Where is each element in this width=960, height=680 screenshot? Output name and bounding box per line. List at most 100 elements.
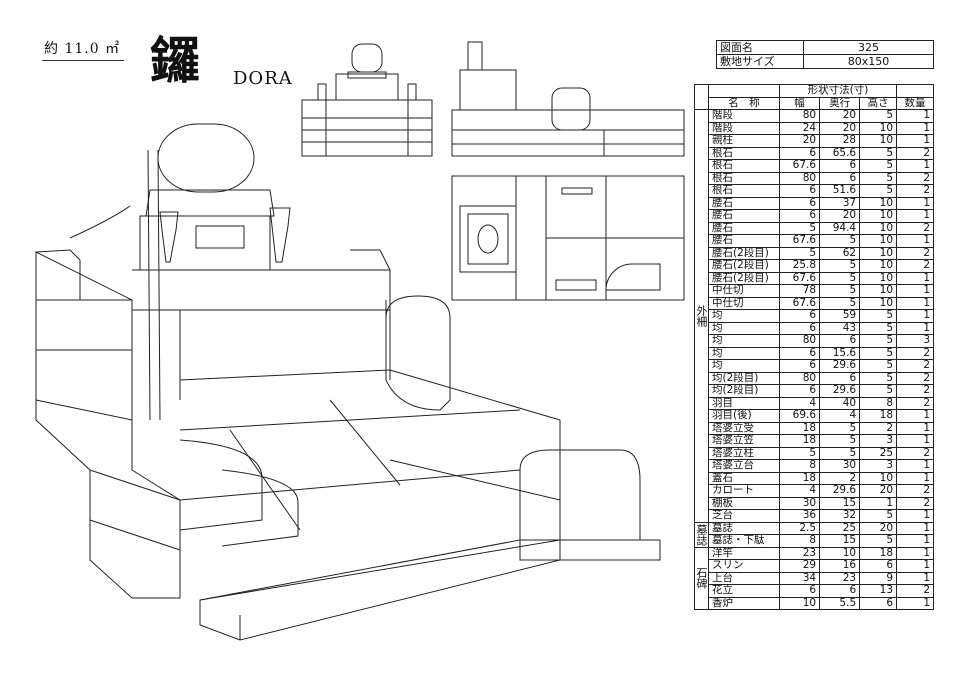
- spec-cell-depth: 6: [819, 171, 861, 185]
- spec-cell-width: 36: [778, 509, 821, 523]
- spec-cell-name: 腰石(2段目): [708, 271, 780, 285]
- spec-cell-depth: 5: [819, 296, 861, 310]
- spec-cell-name: 塔婆立柱: [708, 446, 780, 460]
- spec-cell-quantity: 2: [896, 446, 934, 460]
- spec-cell-name: 芝台: [708, 509, 780, 523]
- spec-cell-width: 10: [778, 596, 821, 610]
- spec-cell-height: 18: [859, 546, 898, 560]
- spec-cell-name: スリン: [708, 559, 780, 573]
- spec-header-width: 幅: [778, 96, 821, 110]
- spec-cell-quantity: 1: [896, 271, 934, 285]
- spec-cell-quantity: 1: [896, 521, 934, 535]
- spec-cell-name: 中仕切: [708, 284, 780, 298]
- spec-cell-height: 6: [859, 596, 898, 610]
- product-name-kanji: 鑼: [150, 31, 200, 90]
- site-size-row: 敷地サイズ 80x150: [716, 54, 934, 69]
- spec-cell-height: 10: [859, 234, 898, 248]
- spec-cell-width: 29: [778, 559, 821, 573]
- spec-cell-width: 4: [778, 396, 821, 410]
- spec-cell-height: 10: [859, 246, 898, 260]
- product-name-roman: DORA: [233, 68, 293, 89]
- spec-cell-height: 5: [859, 359, 898, 373]
- drawing-name-row: 図面名 325: [716, 40, 934, 55]
- spec-cell-depth: 20: [819, 121, 861, 135]
- spec-cell-name: 均: [708, 359, 780, 373]
- spec-header-depth: 奥行: [819, 96, 861, 110]
- spec-header-dimensions: 形状寸法(寸): [778, 84, 898, 98]
- spec-cell-name: 階段: [708, 109, 780, 123]
- site-size-value: 80x150: [803, 54, 934, 69]
- spec-header-height: 高さ: [859, 96, 898, 110]
- spec-cell-width: 30: [778, 496, 821, 510]
- spec-cell-width: 6: [778, 184, 821, 198]
- spec-cell-height: 10: [859, 121, 898, 135]
- site-size-key: 敷地サイズ: [716, 54, 804, 69]
- spec-cell-depth: 25: [819, 521, 861, 535]
- plan-view: [451, 175, 685, 301]
- spec-cell-quantity: 1: [896, 571, 934, 585]
- spec-cell-quantity: 2: [896, 396, 934, 410]
- spec-cell-name: 均: [708, 346, 780, 360]
- spec-cell-height: 9: [859, 571, 898, 585]
- spec-cell-name: 階段: [708, 121, 780, 135]
- spec-cell-width: 80: [778, 334, 821, 348]
- spec-cell-quantity: 1: [896, 296, 934, 310]
- spec-cell-width: 67.6: [778, 271, 821, 285]
- spec-cell-depth: 29.6: [819, 484, 861, 498]
- spec-cell-width: 78: [778, 284, 821, 298]
- spec-cell-name: 香炉: [708, 596, 780, 610]
- spec-cell-height: 13: [859, 584, 898, 598]
- spec-cell-quantity: 1: [896, 546, 934, 560]
- spec-cell-height: 3: [859, 434, 898, 448]
- spec-cell-quantity: 2: [896, 584, 934, 598]
- spec-cell-depth: 43: [819, 321, 861, 335]
- spec-cell-height: 5: [859, 159, 898, 173]
- spec-cell-depth: 4: [819, 409, 861, 423]
- spec-cell-quantity: 1: [896, 459, 934, 473]
- spec-cell-quantity: 2: [896, 146, 934, 160]
- spec-cell-depth: 15.6: [819, 346, 861, 360]
- spec-cell-quantity: 2: [896, 359, 934, 373]
- spec-cell-depth: 30: [819, 459, 861, 473]
- spec-cell-height: 5: [859, 346, 898, 360]
- spec-cell-height: 1: [859, 496, 898, 510]
- spec-cell-width: 6: [778, 196, 821, 210]
- spec-cell-name: 棚板: [708, 496, 780, 510]
- drawings: [35, 41, 685, 641]
- spec-cell-height: 10: [859, 296, 898, 310]
- spec-cell-name: 均: [708, 309, 780, 323]
- spec-cell-height: 5: [859, 321, 898, 335]
- spec-cell-name: カロート: [708, 484, 780, 498]
- spec-cell-height: 20: [859, 521, 898, 535]
- spec-cell-depth: 32: [819, 509, 861, 523]
- spec-cell-quantity: 1: [896, 421, 934, 435]
- spec-cell-depth: 2: [819, 471, 861, 485]
- spec-cell-depth: 10: [819, 546, 861, 560]
- spec-cell-width: 5: [778, 246, 821, 260]
- spec-cell-name: 塔婆立受: [708, 421, 780, 435]
- spec-cell-quantity: 1: [896, 409, 934, 423]
- spec-cell-depth: 15: [819, 534, 861, 548]
- spec-cell-height: 10: [859, 259, 898, 273]
- spec-cell-width: 18: [778, 434, 821, 448]
- spec-cell-name: 墓誌: [708, 521, 780, 535]
